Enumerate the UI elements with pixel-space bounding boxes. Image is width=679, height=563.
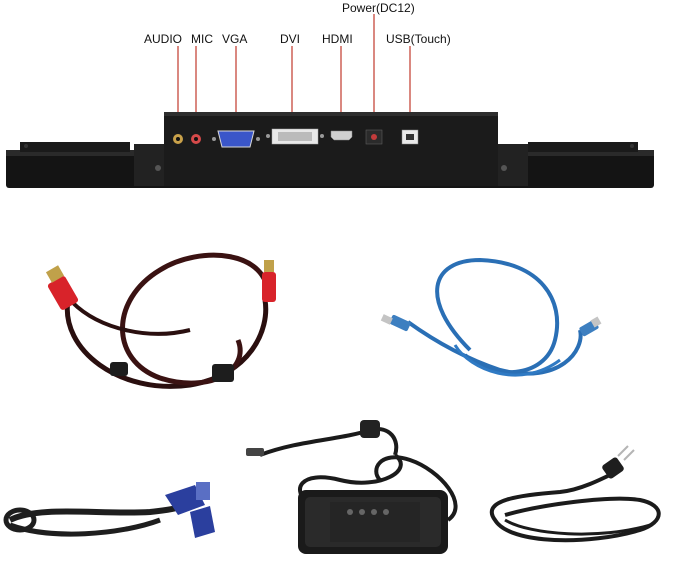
power-label: Power(DC12) [342, 1, 415, 15]
vga-label: VGA [222, 32, 248, 46]
power-port-icon [365, 129, 383, 145]
audio-port-icon [173, 134, 183, 144]
usb-cable-icon [380, 257, 602, 377]
mic-label: MIC [191, 32, 213, 46]
power-cord-icon [489, 445, 661, 543]
monitor-rear-panel [6, 112, 654, 188]
vga-port-icon [212, 130, 260, 148]
dvi-port-icon [266, 128, 324, 145]
dvi-label: DVI [280, 32, 301, 46]
hdmi-cable-icon [45, 252, 276, 389]
mic-port-icon [191, 134, 201, 144]
hdmi-label: HDMI [322, 32, 353, 46]
hdmi-port-icon [330, 130, 353, 141]
audio-label: AUDIO [144, 32, 183, 46]
usb-port-icon [401, 129, 419, 145]
vga-cable-icon [3, 482, 215, 538]
power-adapter-icon [246, 420, 458, 554]
usb-label: USB(Touch) [386, 32, 451, 46]
